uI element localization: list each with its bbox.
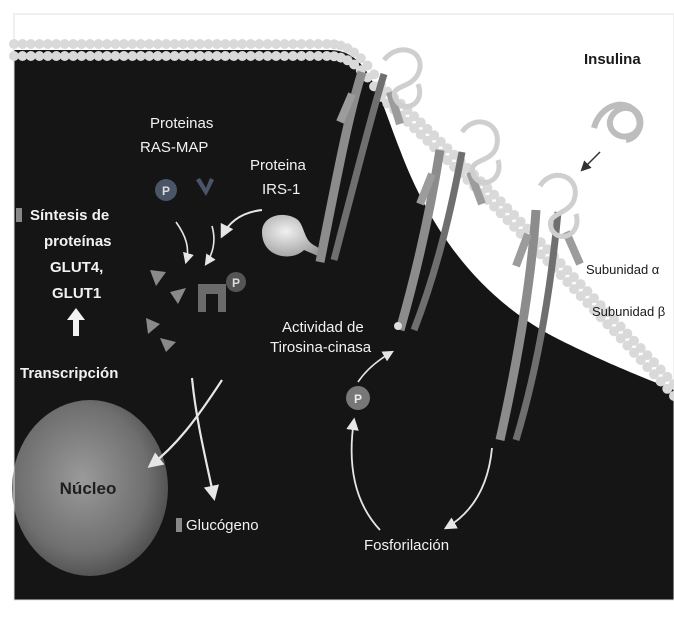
nucleus-label: Núcleo xyxy=(60,479,117,498)
ras-map-label-2: RAS-MAP xyxy=(140,139,208,156)
irs1-label-1: Proteina xyxy=(250,157,307,174)
phosphate-ras-label: P xyxy=(162,184,170,198)
synthesis-label-1: Síntesis de xyxy=(30,207,109,224)
membrane-bead xyxy=(246,39,256,49)
phosphate-pp-label: P xyxy=(232,276,240,290)
glycogen-label: Glucógeno xyxy=(186,517,259,534)
membrane-bead xyxy=(246,51,256,61)
synthesis-label-4: GLUT1 xyxy=(52,285,101,302)
synthesis-label-3: GLUT4, xyxy=(50,259,103,276)
tyrosine-kinase-label-2: Tirosina-cinasa xyxy=(270,339,372,356)
beta-subunit-label: Subunidad β xyxy=(592,304,665,319)
insulin-label: Insulina xyxy=(584,51,641,68)
irs1-label-2: IRS-1 xyxy=(262,181,300,198)
transcription-label: Transcripción xyxy=(20,365,118,382)
ras-map-label-1: Proteinas xyxy=(150,115,213,132)
upregulation-marker-glycogen xyxy=(176,518,182,532)
tyrosine-kinase-label-1: Actividad de xyxy=(282,319,364,336)
phosphate-receptor-label: P xyxy=(354,392,362,406)
upregulation-marker-synthesis xyxy=(16,208,22,222)
synthesis-label-2: proteínas xyxy=(44,233,112,250)
alpha-subunit-label: Subunidad α xyxy=(586,262,660,277)
phosphorylation-label: Fosforilación xyxy=(364,537,449,554)
